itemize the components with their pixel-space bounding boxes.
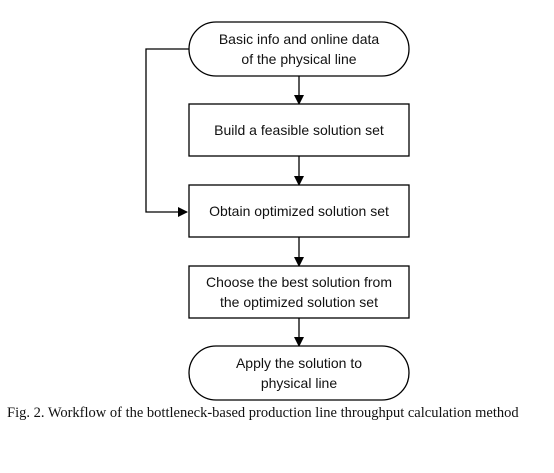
node-obtain: Obtain optimized solution set	[188, 184, 410, 238]
node-build-line-1: Build a feasible solution set	[214, 122, 384, 138]
edge-start-loop-to-obtain	[145, 48, 189, 217]
node-start-line-2: of the physical line	[241, 51, 356, 67]
figure-caption: Fig. 2. Workflow of the bottleneck-based…	[7, 405, 519, 421]
node-obtain-line-1: Obtain optimized solution set	[209, 203, 389, 219]
node-choose: Choose the best solution from the optimi…	[188, 265, 410, 319]
node-apply-line-2: physical line	[261, 375, 337, 391]
node-obtain-shape	[188, 184, 410, 238]
node-apply-shape	[188, 345, 410, 401]
node-start-shape	[188, 21, 410, 77]
node-apply-line-1: Apply the solution to	[236, 355, 362, 371]
node-choose-shape	[188, 265, 410, 319]
node-choose-line-1: Choose the best solution from	[206, 274, 392, 290]
node-choose-line-2: the optimized solution set	[220, 294, 378, 310]
node-apply: Apply the solution to physical line	[188, 345, 410, 401]
node-build-shape	[188, 103, 410, 157]
node-start-line-1: Basic info and online data	[219, 31, 380, 47]
node-build: Build a feasible solution set	[188, 103, 410, 157]
node-start: Basic info and online data of the physic…	[188, 21, 410, 77]
